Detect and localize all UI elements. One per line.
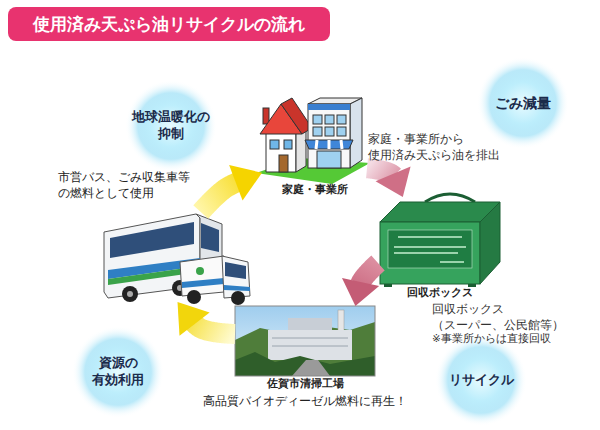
footnote: ※事業所からは直接回収 [432, 332, 582, 346]
effect-circle: 資源の 有効利用 [72, 326, 164, 418]
photo-building-top [288, 318, 332, 332]
arrow-head [178, 302, 210, 336]
house-roof-side [281, 98, 312, 134]
household-node: 家庭・事業所 [262, 90, 367, 182]
photo-building [268, 330, 352, 360]
truck-wheel [231, 291, 245, 305]
vehicle-illustration [104, 214, 250, 305]
shop-window [325, 115, 334, 124]
bus-windows [110, 222, 194, 258]
node-caption: 佐賀市清掃工場 [215, 377, 395, 391]
glow-fill [477, 57, 569, 149]
flow-arrow [367, 167, 411, 197]
shop-band [308, 104, 350, 110]
truck-stripe [182, 278, 224, 288]
glow-fill [435, 334, 527, 426]
flow-arrow [178, 302, 236, 336]
effect-label: ごみ減量 [483, 94, 563, 112]
shop-window [337, 115, 346, 124]
effect-circle: リサイクル [435, 334, 527, 426]
awning-stripes [316, 140, 342, 149]
shop-window [313, 115, 322, 124]
node-caption: 家庭・事業所 [252, 183, 377, 197]
photo-frame [235, 306, 375, 376]
box-lid [380, 202, 500, 222]
truck-wheel [187, 290, 201, 304]
box-panel [388, 230, 472, 268]
truck-emblem [196, 267, 204, 275]
shop-window [337, 127, 346, 136]
truck-stripe [224, 285, 250, 291]
node-caption: 高品質バイオディーゼル燃料に再生！ [185, 394, 425, 410]
vehicle-node: 市営バス、ごみ収集車等 の燃料として使用 [100, 212, 255, 302]
box-foot [384, 284, 392, 287]
flow-arrow [201, 165, 262, 212]
effect-label: 資源の 有効利用 [88, 355, 148, 389]
effect-label: リサイクル [441, 372, 521, 389]
box-side [480, 202, 500, 284]
photo-hills [235, 322, 375, 376]
photo-sky [235, 306, 375, 376]
node-caption: 市営バス、ごみ収集車等 の燃料として使用 [58, 170, 198, 201]
flow-arrow [342, 263, 379, 306]
truck-tank [180, 256, 224, 296]
shop-awning [305, 140, 353, 149]
shop-wall [308, 104, 350, 168]
title-banner: 使用済み天ぷら油リサイクルの流れ [8, 7, 330, 41]
shop-window [325, 127, 334, 136]
house-window [270, 140, 279, 149]
flow-note: 回収ボックス （スーパー、公民館等） [432, 302, 572, 333]
house-door [279, 155, 288, 172]
glow-fill [125, 80, 217, 172]
effect-circle: ごみ減量 [477, 57, 569, 149]
box-front [380, 222, 480, 284]
box-handle [425, 194, 475, 202]
collection-box-node: 回収ボックス [378, 197, 502, 285]
house-illustration [256, 98, 370, 184]
factory-node: 佐賀市清掃工場高品質バイオディーゼル燃料に再生！ [235, 306, 375, 376]
bus-wheel [122, 286, 138, 302]
effect-circle: 地球温暖化の 抑制 [125, 80, 217, 172]
effect-label: 地球温暖化の 抑制 [130, 109, 212, 143]
arrow-head [229, 165, 262, 201]
truck-windshield [225, 262, 246, 279]
factory-photo [235, 306, 375, 376]
arrow-head [342, 278, 379, 306]
photo-road [292, 360, 330, 376]
photo-building-lines [272, 338, 348, 346]
arrow-band [201, 182, 238, 212]
house-window [284, 140, 292, 149]
shop-side [350, 98, 362, 168]
flow-note: 家庭・事業所から 使用済み天ぷら油を排出 [368, 132, 508, 163]
panel-markings [394, 237, 466, 262]
glow-fill [72, 326, 164, 418]
arrow-band [367, 168, 394, 176]
shop-entrance [317, 151, 341, 168]
arrow-head [376, 167, 411, 197]
shop-window [313, 127, 322, 136]
arrow-band [193, 323, 235, 334]
node-caption: 回収ボックス [378, 286, 502, 300]
wheel-hub [127, 291, 133, 297]
photo-trees [235, 352, 375, 376]
house-wall [266, 132, 296, 172]
bus-windshield [201, 223, 219, 252]
arrow-band [360, 263, 378, 284]
collection-box-illustration [380, 194, 500, 287]
